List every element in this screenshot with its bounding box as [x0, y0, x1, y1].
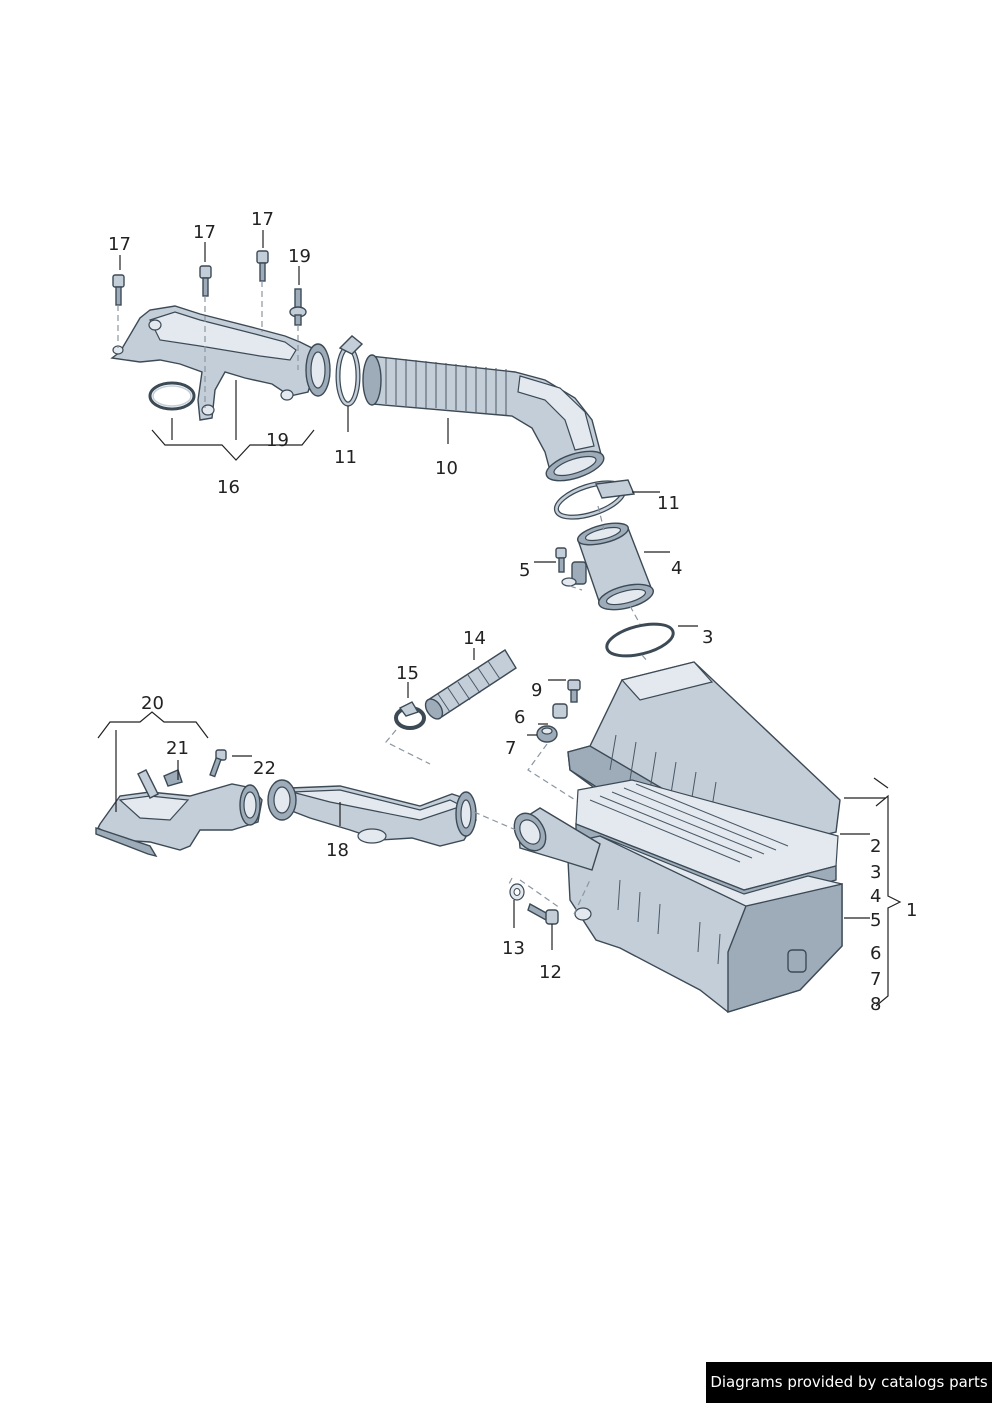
clip-21	[163, 769, 183, 787]
seal-ring-16	[148, 381, 196, 411]
leader-lines	[97, 230, 902, 1007]
label-17c: 17	[251, 209, 274, 230]
hose-clamp-11b	[553, 479, 636, 520]
label-18: 18	[326, 840, 349, 861]
label-11a: 11	[334, 447, 357, 468]
label-5a: 5	[519, 560, 530, 581]
air-hose-10	[362, 354, 605, 482]
label-12: 12	[539, 962, 562, 983]
label-6a: 6	[514, 707, 525, 728]
label-3b: 3	[870, 862, 881, 883]
label-1: 1	[906, 900, 917, 921]
filter-housing-lower	[567, 835, 843, 1013]
credit-banner: Diagrams provided by catalogs parts	[706, 1362, 992, 1403]
clamp-15	[394, 701, 426, 730]
bolt-9	[567, 679, 581, 703]
callout-labels: 17 17 17 19 19 16 11 10 11 5 4 3 14 15 9…	[108, 209, 917, 1015]
label-4b: 4	[870, 886, 881, 907]
filter-element-2	[575, 779, 839, 905]
label-7a: 7	[505, 738, 516, 759]
intake-pipe-16	[110, 305, 331, 421]
label-7b: 7	[870, 969, 881, 990]
label-16: 16	[217, 477, 240, 498]
label-22: 22	[253, 758, 276, 779]
label-5b: 5	[870, 910, 881, 931]
bolt-17a	[112, 274, 125, 306]
washer-13	[509, 883, 525, 901]
stud-19	[289, 288, 307, 326]
label-19b: 19	[266, 430, 289, 451]
label-19a: 19	[288, 246, 311, 267]
label-9: 9	[531, 680, 542, 701]
grommet-7	[536, 725, 558, 743]
label-17b: 17	[193, 222, 216, 243]
label-15: 15	[396, 663, 419, 684]
air-mass-meter-4	[571, 522, 654, 611]
label-3a: 3	[702, 627, 713, 648]
label-14: 14	[463, 628, 486, 649]
label-4a: 4	[671, 558, 682, 579]
label-13: 13	[502, 938, 525, 959]
bolt-17b	[199, 265, 212, 297]
front-intake-20	[95, 769, 263, 858]
screw-5	[555, 547, 577, 587]
label-20: 20	[141, 693, 164, 714]
bolt-17c	[256, 250, 269, 282]
label-10: 10	[435, 458, 458, 479]
label-8: 8	[870, 994, 881, 1015]
small-hose-14	[424, 649, 517, 720]
spacer-6	[552, 703, 568, 719]
screw-12	[527, 902, 559, 925]
label-6b: 6	[870, 943, 881, 964]
label-17a: 17	[108, 234, 131, 255]
housing-inlet-neck	[513, 807, 601, 871]
screw-22	[209, 749, 227, 778]
o-ring-3	[605, 622, 675, 658]
label-2: 2	[870, 836, 881, 857]
hose-clamp-11a	[335, 335, 364, 407]
label-11b: 11	[657, 493, 680, 514]
air-duct-18	[267, 779, 477, 847]
label-21: 21	[166, 738, 189, 759]
